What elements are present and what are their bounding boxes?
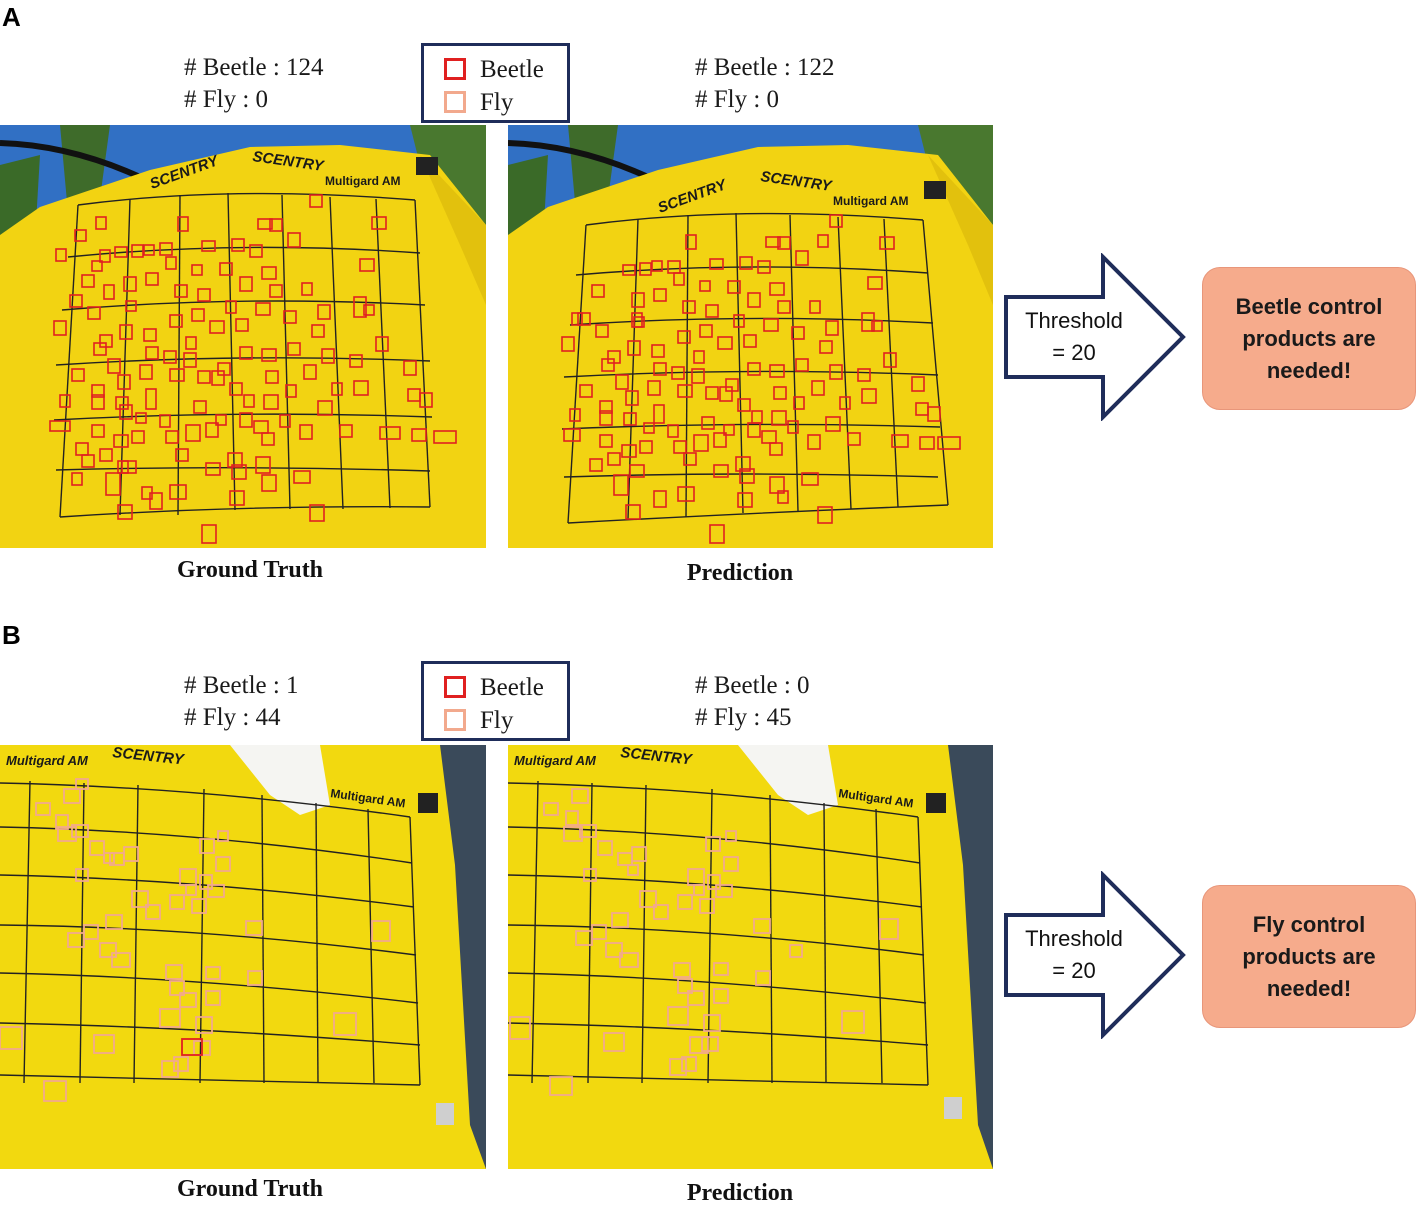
legend-b: Beetle Fly <box>421 661 570 741</box>
caption-a-prediction: Prediction <box>686 560 794 586</box>
trap-image: SCENTRY SCENTRY Multigard AM <box>508 125 993 548</box>
result-line: needed! <box>1266 357 1352 383</box>
legend-beetle-label: Beetle <box>480 56 544 83</box>
trap-image: Multigard AM SCENTRY Multigard AM <box>508 745 993 1169</box>
panel-b-pred-counts: # Beetle : 0 # Fly : 45 <box>695 670 810 734</box>
trap-photo-b-ground-truth: Multigard AM SCENTRY Multigard AM <box>0 745 486 1169</box>
gt-beetle-count: # Beetle : 1 <box>184 672 299 699</box>
result-line: products are <box>1242 943 1376 969</box>
fly-swatch <box>444 91 466 113</box>
caption-b-prediction: Prediction <box>686 1180 794 1206</box>
beetle-boxes <box>561 214 961 544</box>
pred-beetle-count: # Beetle : 122 <box>695 54 835 81</box>
result-text-a: Beetle control products are needed! <box>1236 291 1383 387</box>
threshold-title: Threshold <box>1025 308 1123 333</box>
legend-a: Beetle Fly <box>421 43 570 123</box>
threshold-value: = 20 <box>1052 958 1096 983</box>
beetle-boxes <box>181 1038 203 1056</box>
trap-photo-a-ground-truth: SCENTRY SCENTRY Multigard AM <box>0 125 486 548</box>
trap-model-text: Multigard AM <box>833 194 909 208</box>
threshold-arrow-a <box>1004 253 1186 421</box>
threshold-value: = 20 <box>1052 340 1096 365</box>
fly-boxes <box>509 788 899 1096</box>
beetle-swatch <box>444 676 466 698</box>
beetle-boxes <box>49 194 457 544</box>
gt-beetle-count: # Beetle : 124 <box>184 54 324 81</box>
trap-model-text: Multigard AM <box>6 753 89 768</box>
legend-fly-label: Fly <box>480 89 514 116</box>
fly-swatch <box>444 709 466 731</box>
result-box-a: Beetle control products are needed! <box>1202 267 1416 410</box>
result-line: Fly control <box>1252 911 1366 937</box>
legend-fly-label: Fly <box>480 707 514 734</box>
panel-a-pred-counts: # Beetle : 122 # Fly : 0 <box>695 52 835 116</box>
gt-fly-count: # Fly : 0 <box>184 86 269 113</box>
result-box-b: Fly control products are needed! <box>1202 885 1416 1028</box>
trap-grid <box>0 780 421 1086</box>
gt-fly-count: # Fly : 44 <box>184 704 281 731</box>
pred-fly-count: # Fly : 45 <box>695 704 792 731</box>
threshold-label-a: Threshold = 20 <box>1010 305 1138 369</box>
trap-model-text: Multigard AM <box>514 753 597 768</box>
trap-photo-a-prediction: SCENTRY SCENTRY Multigard AM <box>508 125 993 548</box>
result-line: Beetle control <box>1235 293 1383 319</box>
threshold-title: Threshold <box>1025 926 1123 951</box>
result-line: needed! <box>1266 975 1352 1001</box>
result-text-b: Fly control products are needed! <box>1242 909 1375 1005</box>
threshold-arrow-b <box>1004 871 1186 1039</box>
panel-b-gt-counts: # Beetle : 1 # Fly : 44 <box>184 670 299 734</box>
panel-a-letter: A <box>2 2 21 32</box>
trap-brand-text: SCENTRY <box>620 745 695 769</box>
pred-fly-count: # Fly : 0 <box>695 86 780 113</box>
panel-b-letter: B <box>2 620 21 650</box>
trap-grid <box>53 192 433 518</box>
trap-image: SCENTRY SCENTRY Multigard AM <box>0 125 486 548</box>
beetle-swatch <box>444 58 466 80</box>
trap-image: Multigard AM SCENTRY Multigard AM <box>0 745 486 1169</box>
trap-grid <box>508 780 929 1086</box>
pred-beetle-count: # Beetle : 0 <box>695 672 810 699</box>
caption-a-ground-truth: Ground Truth <box>176 557 324 583</box>
trap-model-text: Multigard AM <box>325 174 401 188</box>
trap-brand-text: SCENTRY <box>112 745 187 769</box>
caption-b-ground-truth: Ground Truth <box>176 1176 324 1202</box>
legend-beetle-label: Beetle <box>480 674 544 701</box>
result-line: products are <box>1242 325 1376 351</box>
panel-a-gt-counts: # Beetle : 124 # Fly : 0 <box>184 52 324 116</box>
trap-photo-b-prediction: Multigard AM SCENTRY Multigard AM <box>508 745 993 1169</box>
threshold-label-b: Threshold = 20 <box>1010 923 1138 987</box>
